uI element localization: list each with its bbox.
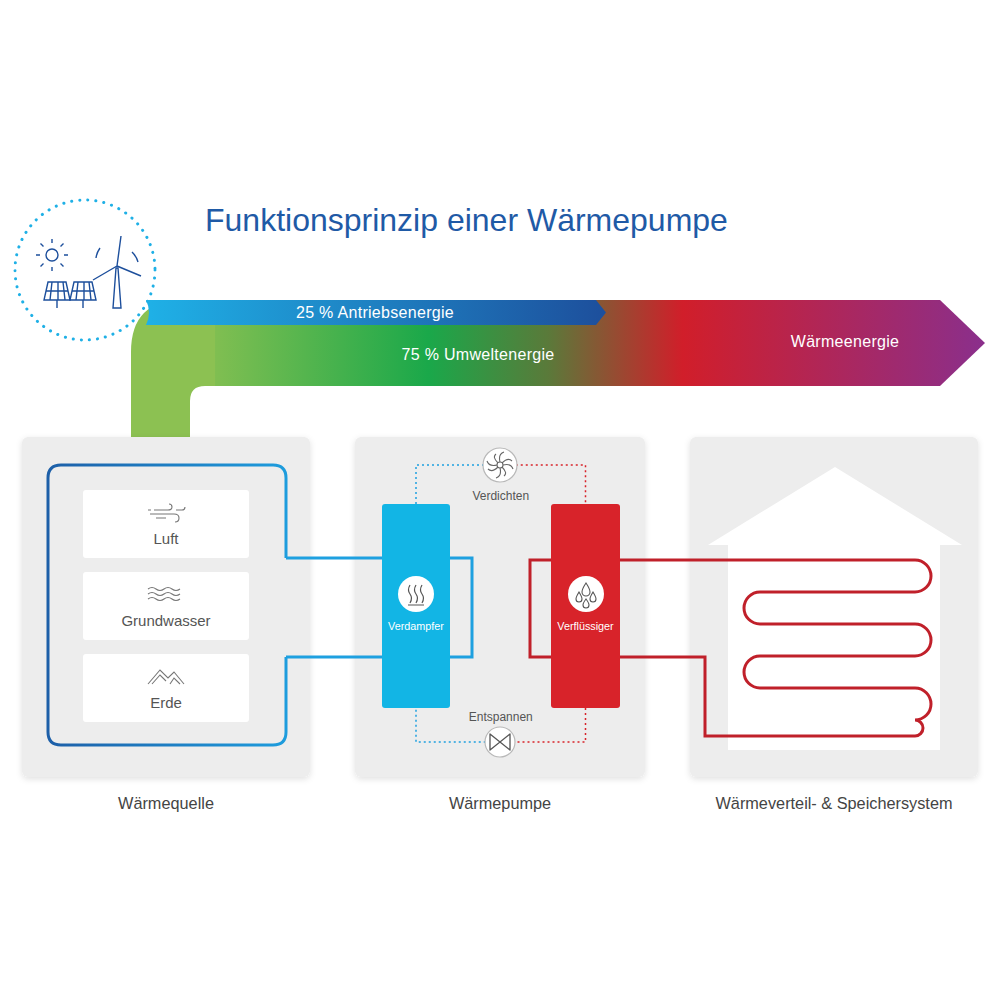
node-icon bbox=[146, 584, 186, 606]
sun-icon bbox=[36, 239, 68, 271]
node-icon bbox=[396, 574, 436, 614]
expansion-valve-symbol bbox=[485, 727, 515, 757]
solar-panel-icon bbox=[44, 282, 96, 308]
panel-caption: Wärmepumpe bbox=[355, 794, 645, 813]
edge-label: Verdichten bbox=[469, 489, 532, 503]
source-loop bbox=[48, 465, 286, 745]
wind-turbine-icon bbox=[93, 236, 141, 308]
energy-circle bbox=[15, 200, 155, 340]
source-box: Luft bbox=[83, 490, 249, 558]
panel-background bbox=[22, 437, 310, 777]
heat-exchanger: Verflüssiger bbox=[551, 504, 620, 708]
flow-label: Wärmeenergie bbox=[791, 333, 900, 351]
panel-caption: Wärmeverteil- & Speichersystem bbox=[690, 794, 978, 813]
floor-heating-pipe bbox=[690, 560, 931, 736]
node-icon bbox=[146, 666, 186, 688]
node-label: Verdampfer bbox=[382, 620, 450, 632]
edge-label: Entspannen bbox=[466, 710, 536, 724]
panel-background bbox=[690, 437, 978, 777]
flow-label: 75 % Umweltenergie bbox=[401, 346, 554, 364]
node-label: Verflüssiger bbox=[551, 620, 620, 632]
panel: Wärmeverteil- & Speichersystem bbox=[690, 437, 978, 827]
panel-caption: Wärmequelle bbox=[22, 794, 310, 813]
node-icon bbox=[566, 574, 606, 614]
panel-background bbox=[355, 437, 645, 777]
diagram-title: Funktionsprinzip einer Wärmepumpe bbox=[205, 202, 728, 239]
compressor-symbol bbox=[483, 448, 517, 482]
heat-exchanger: Verdampfer bbox=[382, 504, 450, 708]
node-label: Grundwasser bbox=[83, 612, 249, 629]
house-shape bbox=[708, 467, 962, 750]
drive-energy-band bbox=[146, 300, 606, 325]
panel: Wärmequelle LuftGrundwasserErde bbox=[22, 437, 310, 827]
source-box: Erde bbox=[83, 654, 249, 722]
node-label: Luft bbox=[83, 530, 249, 547]
node-label: Erde bbox=[83, 694, 249, 711]
source-box: Grundwasser bbox=[83, 572, 249, 640]
node-icon bbox=[146, 502, 186, 524]
flow-label: 25 % Antriebsenergie bbox=[296, 304, 454, 322]
